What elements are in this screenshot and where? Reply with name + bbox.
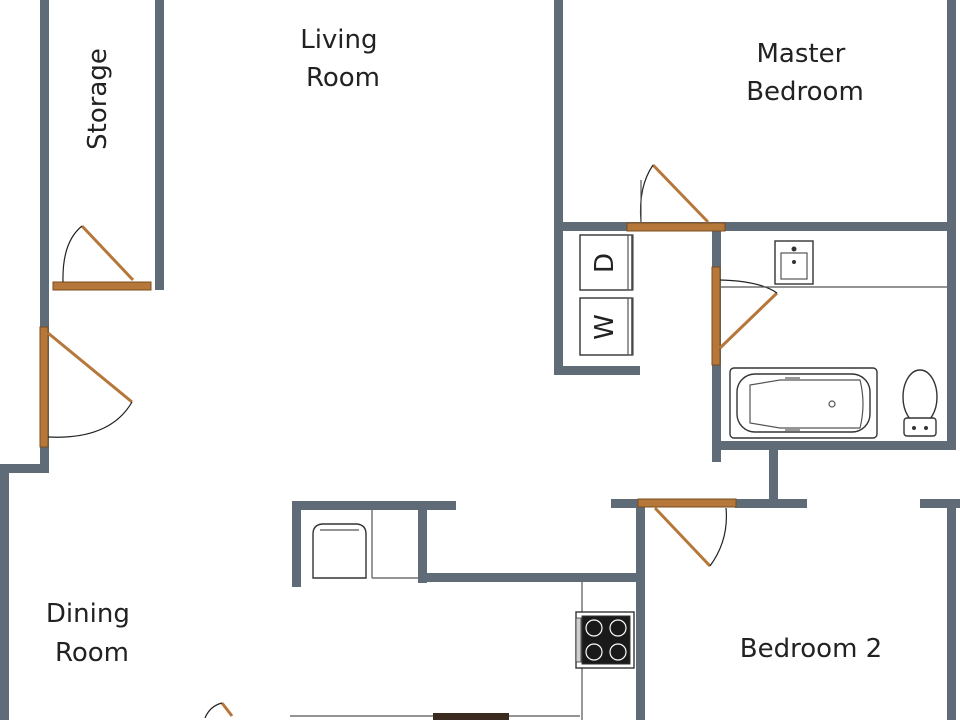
washer-label: W xyxy=(590,314,620,340)
wall-master-bottom xyxy=(554,222,956,231)
wall-master-right xyxy=(947,0,956,230)
refrigerator xyxy=(312,523,367,579)
living-room-label: Living Room xyxy=(300,25,386,93)
wall-bed2-top-right xyxy=(920,499,960,508)
wall-storage-left xyxy=(40,0,49,290)
bathroom-fixtures xyxy=(721,240,947,439)
wall-bed2-top-left xyxy=(611,499,641,508)
room-labels: Living Room Master Bedroom Storage Dinin… xyxy=(46,25,882,668)
door-master-bedroom[interactable] xyxy=(626,163,726,232)
doors xyxy=(39,163,779,719)
wall-kitchen-top xyxy=(418,573,645,582)
dryer: D xyxy=(579,234,634,291)
wall-bed2-right xyxy=(947,499,956,720)
wall-pantry-divider xyxy=(418,501,427,583)
toilet xyxy=(902,369,938,437)
door-dining-bottom[interactable] xyxy=(204,702,234,719)
wall-laundry-bottom xyxy=(554,366,640,375)
bathtub xyxy=(729,367,878,439)
wall-bed2-top-mid xyxy=(735,499,807,508)
door-bathroom[interactable] xyxy=(711,266,779,366)
wall-dining-left xyxy=(0,464,9,720)
dryer-label: D xyxy=(590,253,620,273)
wall-bath-right xyxy=(947,222,956,450)
wall-storage-right xyxy=(155,0,164,290)
wall-living-master xyxy=(554,0,563,225)
kitchen xyxy=(290,510,635,720)
storage-label: Storage xyxy=(83,48,113,150)
wall-pantry-top xyxy=(292,501,456,510)
wall-bed2-left xyxy=(636,499,645,720)
wall-laundry-left xyxy=(554,222,563,375)
stove xyxy=(575,611,635,669)
door-storage[interactable] xyxy=(52,224,152,291)
sink xyxy=(774,240,814,285)
wall-bath-bottom xyxy=(712,441,956,450)
dining-room-label: Dining Room xyxy=(46,599,138,668)
wall-dining-top xyxy=(0,464,49,473)
bottom-appliance xyxy=(433,713,509,720)
bedroom-2-label: Bedroom 2 xyxy=(740,634,882,664)
wall-hall-stub xyxy=(769,441,778,506)
wall-pantry-left xyxy=(292,501,301,587)
door-bedroom-2[interactable] xyxy=(637,498,737,568)
door-exterior-left[interactable] xyxy=(39,326,133,448)
master-bedroom-label: Master Bedroom xyxy=(746,39,864,107)
washer: W xyxy=(579,297,634,356)
laundry: D W xyxy=(579,234,634,356)
